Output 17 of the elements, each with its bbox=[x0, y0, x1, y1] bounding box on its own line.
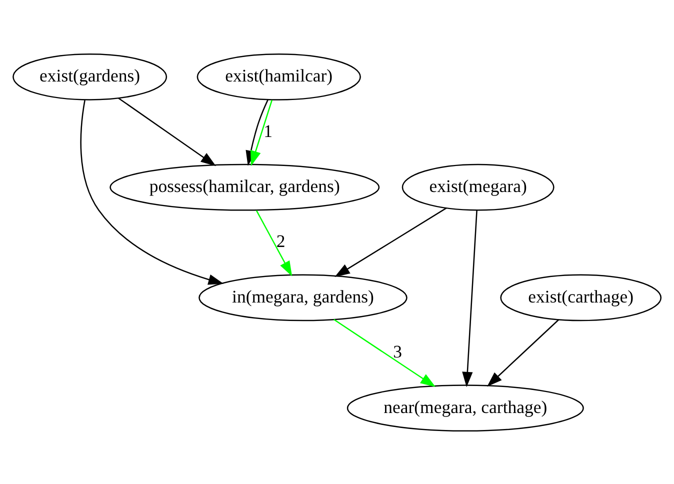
arrow bbox=[334, 318, 436, 387]
arrow bbox=[486, 318, 560, 386]
node-ellipse: exist(megara) bbox=[402, 163, 554, 210]
node-ellipse: possess(hamilcar, gardens) bbox=[110, 163, 380, 210]
edge-label: 2 bbox=[276, 230, 286, 251]
arrow bbox=[250, 99, 273, 166]
arrow bbox=[118, 97, 216, 166]
node-ellipse: near(megara, carthage) bbox=[346, 384, 584, 432]
node-ellipse: exist(hamilcar) bbox=[196, 52, 361, 100]
edge-label: 3 bbox=[393, 341, 402, 362]
arrow bbox=[334, 207, 447, 276]
edge-label: 1 bbox=[264, 120, 273, 140]
arrow bbox=[462, 210, 478, 387]
arrow bbox=[80, 100, 224, 284]
node-ellipse: exist(gardens) bbox=[12, 52, 168, 100]
arrow bbox=[256, 210, 292, 276]
node-ellipse: exist(carthage) bbox=[500, 274, 662, 321]
